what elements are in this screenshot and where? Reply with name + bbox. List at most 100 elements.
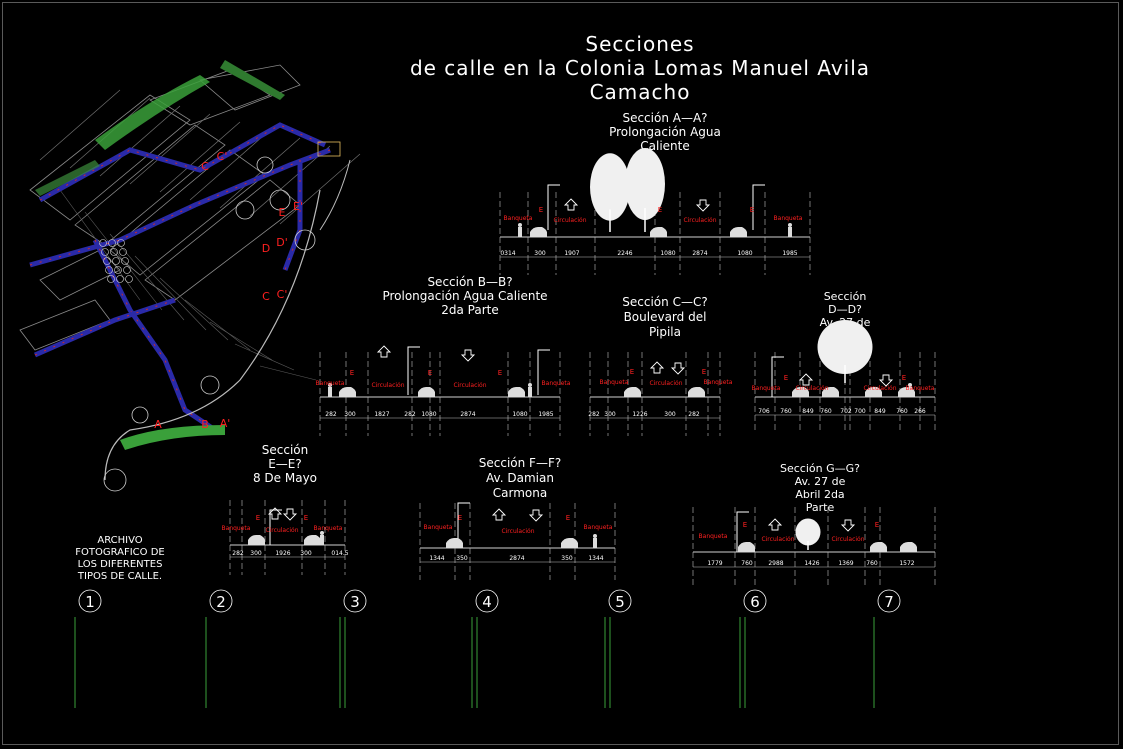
photo-number-circle-1 [78, 589, 102, 613]
section-dd-arrow-0 [798, 373, 814, 386]
section-ee-label-e-1: E [304, 514, 308, 522]
map-boundary [104, 189, 321, 481]
heading-ee-l1: Sección [261, 443, 309, 457]
section-cc-dim-4: 282 [688, 411, 700, 418]
section-aa-dim-5: 2874 [692, 250, 707, 257]
section-ff-arrow-1 [528, 509, 544, 522]
photo-number-4: 4 [482, 593, 492, 611]
map-hatch [107, 275, 115, 283]
section-dd-label-c2: Circulación [863, 385, 896, 392]
section-aa-car-2 [730, 227, 747, 237]
section-ff-car-0 [446, 538, 463, 548]
map-green-strip [35, 160, 100, 196]
section-bb-car-1 [418, 387, 435, 397]
section-bb-lamp-1 [537, 349, 550, 395]
section-gg-arrow-0 [767, 518, 783, 531]
map-hatch [119, 248, 127, 256]
map-label-8: A [154, 418, 162, 431]
section-aa-tree-0 [590, 153, 630, 232]
photo-number-3: 3 [350, 593, 360, 611]
photo-number-7: 7 [884, 593, 894, 611]
map-hatch [114, 266, 122, 274]
map-circle-6 [256, 156, 274, 174]
section-dd-person-0 [908, 383, 912, 387]
section-aa-label-e-2: E [750, 206, 754, 214]
heading-cc-l1: Sección C—C? [622, 295, 708, 309]
section-ff-label-c1: Circulación [501, 528, 534, 535]
section-bb-label-c1: Circulación [371, 382, 404, 389]
section-ff-label-e-1: E [566, 514, 570, 522]
section-ff-dim-3: 350 [561, 555, 573, 562]
section-aa-label-left: Banqueta [504, 215, 533, 222]
section-dd-dim-4: 702 [840, 408, 852, 415]
section-dd-dim-1: 760 [780, 408, 792, 415]
photo-number-circle-5 [608, 589, 632, 613]
section-dd-car-1 [822, 387, 839, 397]
section-cc-car-0 [624, 387, 641, 397]
section-gg-label-c2: Circulación [831, 536, 864, 543]
section-gg-arrow-1 [840, 519, 856, 532]
section-gg-label-e-1: E [875, 521, 879, 529]
section-bb-dim-5: 2874 [460, 411, 475, 418]
map-road-1 [29, 147, 331, 268]
heading-bb-l2: Prolongación Agua Caliente [382, 289, 548, 303]
section-aa-lamp-1 [752, 184, 765, 230]
photo-marker-1: 1 [74, 589, 102, 708]
photo-number-circle-6 [743, 589, 767, 613]
section-aa-dim-3: 2246 [617, 250, 632, 257]
map-street-line [134, 255, 207, 331]
heading-aa-l2: Prolongación Agua [609, 125, 721, 139]
section-gg-car-0 [738, 542, 755, 552]
map-street-line [99, 105, 181, 177]
section-cc-dim-1: 300 [604, 411, 616, 418]
section-bb-lamp-0 [407, 346, 420, 395]
section-gg-dim-0: 1779 [707, 560, 722, 567]
section-ff-arrow-0 [491, 508, 507, 521]
section-gg-label-left: Banqueta [699, 533, 728, 540]
map-block-4 [39, 249, 121, 301]
archivo-l1: ARCHIVO [97, 535, 143, 546]
map-hatch [110, 248, 118, 256]
section-ee-dim-3: 300 [300, 550, 312, 557]
section-dd-dim-8: 266 [914, 408, 926, 415]
section-dd-dim-3: 760 [820, 408, 832, 415]
section-ff-dim-2: 2874 [509, 555, 524, 562]
section-aa-car-1 [650, 227, 667, 237]
section-ff-car-1 [561, 538, 578, 548]
section-ee-dim-4: 014.5 [331, 550, 348, 557]
section-ee-lamp-0 [269, 509, 282, 545]
section-ee-dim-1: 300 [250, 550, 262, 557]
heading-bb-l3: 2da Parte [441, 303, 499, 317]
map-street-line [189, 129, 271, 201]
section-ee-arrow-0 [267, 507, 283, 520]
map-circle-0 [235, 200, 255, 220]
heading-dd-l1: Sección [823, 290, 867, 303]
section-ee-car-0 [248, 535, 265, 545]
heading-ff-l1: Sección F—F? [478, 456, 562, 470]
heading-dd-l2: D—D? [828, 303, 862, 316]
section-dd-label-e-0: E [784, 374, 788, 382]
map-road-2 [92, 238, 217, 433]
section-bb-car-0 [339, 387, 356, 397]
section-ee-label-e-0: E [256, 514, 260, 522]
map-label-0: C [201, 160, 209, 173]
map-circle-4 [131, 406, 149, 424]
section-dd-dim-2: 849 [802, 408, 814, 415]
section-ee-label-c1: Circulación [265, 527, 298, 534]
section-aa-dim-6: 1080 [737, 250, 752, 257]
heading-gg-l4: Parte [805, 501, 835, 514]
section-dd-tree-0-crown [817, 320, 873, 374]
section-aa-tree-1 [625, 148, 665, 232]
map-building [317, 141, 341, 157]
map-road-marks [284, 160, 301, 271]
map-road-marks [94, 239, 216, 431]
section-ff-label-e-0: E [458, 514, 462, 522]
section-dd-dim-6: 849 [874, 408, 886, 415]
section-aa-label-e-0: E [539, 206, 543, 214]
title-line-3: Camacho [589, 80, 691, 104]
archivo-l2: FOTOGRAFICO DE [75, 547, 165, 558]
map-street-line [219, 137, 301, 209]
